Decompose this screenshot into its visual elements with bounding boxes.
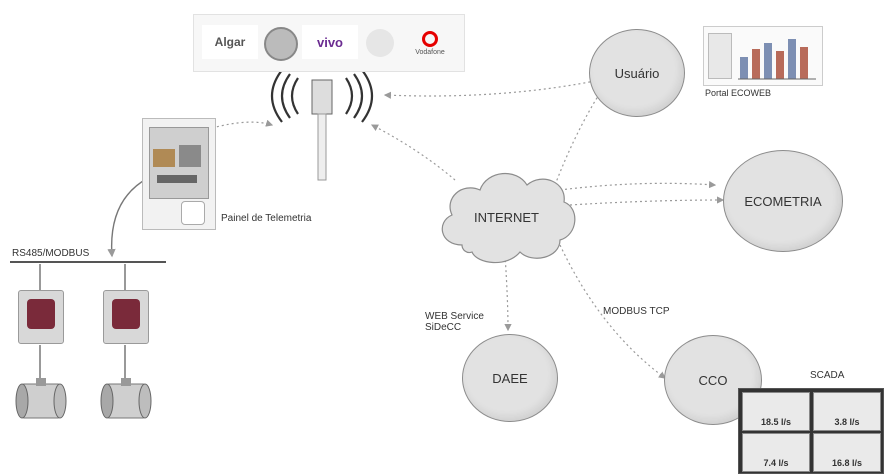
scada-screenshot: 18.5 l/s 3.8 l/s 7.4 l/s 16.8 l/s	[738, 388, 884, 474]
carrier-logo-round	[264, 27, 298, 61]
daee-label: DAEE	[492, 370, 528, 386]
usuario-node: Usuário	[589, 29, 685, 117]
algar-label: Algar	[214, 35, 246, 49]
scada-tile: 16.8 l/s	[813, 433, 881, 472]
carrier-logo-faded	[366, 29, 394, 57]
web-service-line1: WEB Service	[425, 311, 484, 322]
chart-icon	[738, 39, 816, 80]
cco-label: CCO	[698, 372, 728, 388]
scada-tile: 3.8 l/s	[813, 392, 881, 431]
web-service-line2: SiDeCC	[425, 322, 462, 333]
flow-meter-icon	[103, 290, 149, 344]
scada-tile: 18.5 l/s	[742, 392, 810, 431]
scada-value: 18.5 l/s	[760, 417, 792, 427]
modbus-tcp-label: MODBUS TCP	[603, 306, 670, 317]
scada-tile: 7.4 l/s	[742, 433, 810, 472]
telemetry-panel-icon	[142, 118, 216, 230]
ecometria-label: ECOMETRIA	[744, 193, 822, 209]
flow-meter-icon	[18, 290, 64, 344]
daee-node: DAEE	[462, 334, 558, 422]
internet-label: INTERNET	[474, 210, 539, 225]
vivo-label: vivo	[316, 34, 343, 50]
antenna-icon	[268, 69, 376, 190]
algar-logo: Algar	[202, 25, 258, 59]
vodafone-icon	[422, 30, 438, 47]
vodafone-logo: Vodafone	[402, 21, 458, 65]
pipe-sensor-icon	[100, 378, 152, 419]
ecometria-node: ECOMETRIA	[723, 150, 843, 252]
telemetry-panel-label: Painel de Telemetria	[221, 213, 312, 224]
portal-ecoweb-screenshot	[703, 26, 823, 86]
scada-value: 16.8 l/s	[831, 458, 863, 468]
scada-value: 3.8 l/s	[834, 417, 860, 427]
operators-logo-strip: Algar vivo Vodafone	[193, 14, 465, 72]
usuario-label: Usuário	[614, 65, 660, 81]
cloud-icon	[441, 172, 576, 264]
scada-value: 7.4 l/s	[763, 458, 789, 468]
vodafone-label: Vodafone	[415, 48, 445, 56]
bus-label: RS485/MODBUS	[12, 248, 90, 259]
vivo-logo: vivo	[302, 25, 358, 59]
web-service-label: WEB Service SiDeCC	[425, 311, 484, 333]
scada-label: SCADA	[810, 370, 845, 381]
pipe-sensor-icon	[15, 378, 67, 419]
portal-ecoweb-label: Portal ECOWEB	[705, 88, 772, 98]
